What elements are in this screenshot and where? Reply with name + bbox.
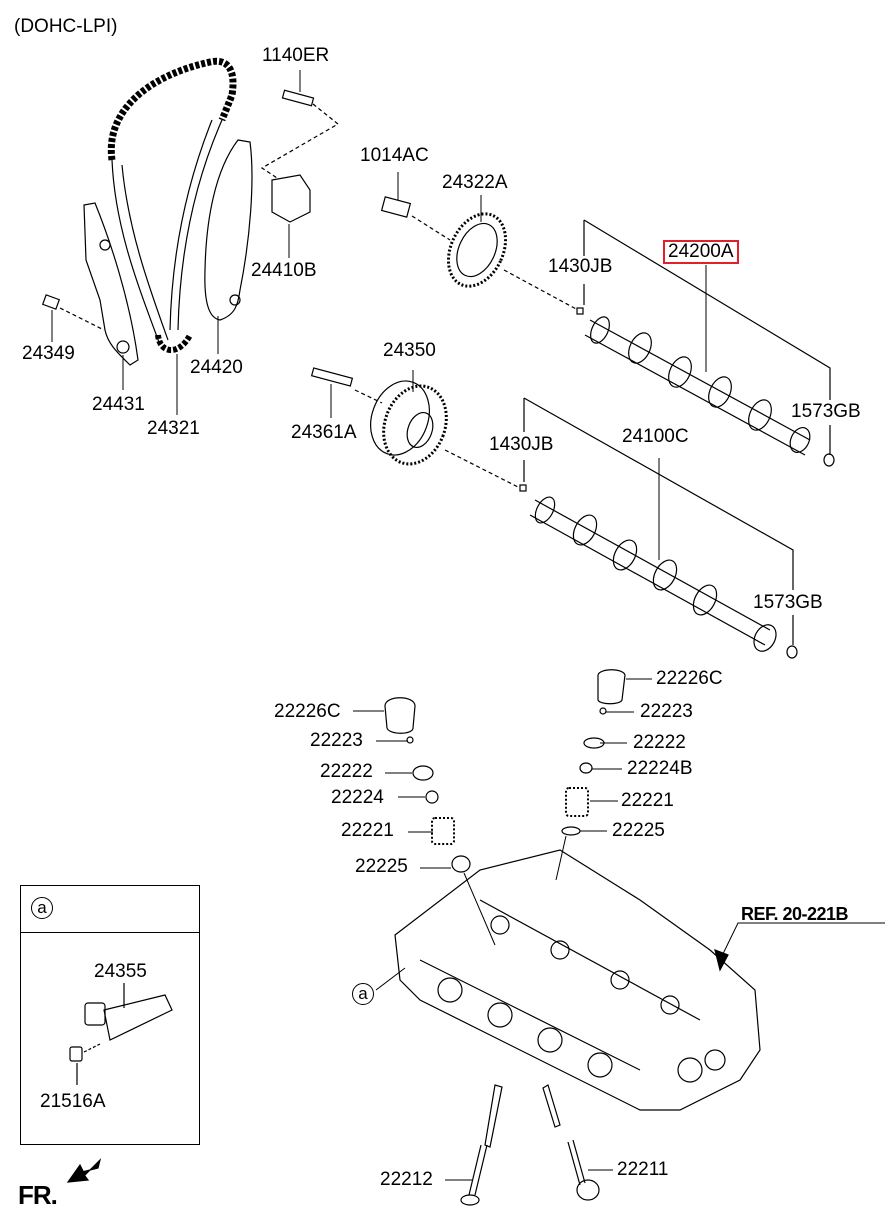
part-label-22226C-left[interactable]: 22226C — [274, 701, 341, 722]
part-label-21516A[interactable]: 21516A — [40, 1091, 106, 1112]
part-label-22221-left[interactable]: 22221 — [341, 820, 394, 841]
part-label-22226C-right[interactable]: 22226C — [656, 668, 723, 689]
part-label-22212[interactable]: 22212 — [380, 1169, 433, 1190]
reference-label[interactable]: REF. 20-221B — [741, 904, 849, 924]
part-label-24200A-highlighted[interactable]: 24200A — [663, 240, 739, 264]
part-label-24321[interactable]: 24321 — [147, 418, 200, 439]
part-label-22224[interactable]: 22224 — [331, 787, 384, 808]
callout-marker-a: a — [352, 983, 374, 1005]
cvvt-assembly — [382, 384, 448, 466]
part-label-24420[interactable]: 24420 — [190, 357, 243, 378]
part-label-22222-right[interactable]: 22222 — [633, 732, 686, 753]
exhaust-cam-sprocket — [446, 212, 508, 288]
part-label-22211[interactable]: 22211 — [617, 1159, 669, 1180]
cylinder-head — [394, 849, 761, 1111]
part-label-1430JB-lower[interactable]: 1430JB — [489, 434, 554, 455]
inset-detail-a: a — [20, 885, 200, 1145]
inset-header: a — [21, 886, 199, 933]
exhaust-camshaft — [584, 316, 811, 456]
part-label-24349[interactable]: 24349 — [22, 343, 75, 364]
oil-control-valve — [69, 983, 173, 1085]
tensioner-arm — [83, 202, 139, 366]
part-label-22224B[interactable]: 22224B — [627, 758, 693, 779]
hydraulic-tensioner — [271, 174, 311, 223]
front-arrow-icon — [66, 1158, 102, 1183]
part-label-24322A[interactable]: 24322A — [442, 172, 508, 193]
inset-marker-a: a — [31, 897, 53, 919]
part-label-1573GB-upper[interactable]: 1573GB — [791, 401, 861, 422]
part-label-1014AC[interactable]: 1014AC — [360, 145, 429, 166]
part-label-1430JB-upper[interactable]: 1430JB — [548, 256, 613, 277]
part-label-24350[interactable]: 24350 — [383, 340, 436, 361]
leader-lines — [51, 70, 885, 1181]
part-label-22222-left[interactable]: 22222 — [320, 761, 373, 782]
part-label-24361A[interactable]: 24361A — [291, 422, 357, 443]
part-label-24355[interactable]: 24355 — [94, 961, 147, 982]
timing-chain — [107, 57, 237, 353]
part-label-22223-left[interactable]: 22223 — [310, 730, 363, 751]
diagram-title: (DOHC-LPI) — [14, 16, 118, 37]
part-label-1140ER[interactable]: 1140ER — [262, 45, 330, 66]
part-label-24410B[interactable]: 24410B — [251, 260, 317, 281]
part-label-22225-left[interactable]: 22225 — [355, 856, 408, 877]
part-label-24431[interactable]: 24431 — [92, 394, 145, 415]
part-label-22223-right[interactable]: 22223 — [640, 701, 693, 722]
chain-guide — [204, 139, 253, 321]
part-label-24100C[interactable]: 24100C — [622, 426, 689, 447]
intake-camshaft — [529, 496, 777, 652]
part-label-1573GB-lower[interactable]: 1573GB — [753, 592, 823, 613]
part-label-22221-right[interactable]: 22221 — [621, 790, 674, 811]
part-label-22225-right[interactable]: 22225 — [612, 820, 665, 841]
front-direction-label: FR. — [18, 1180, 58, 1210]
